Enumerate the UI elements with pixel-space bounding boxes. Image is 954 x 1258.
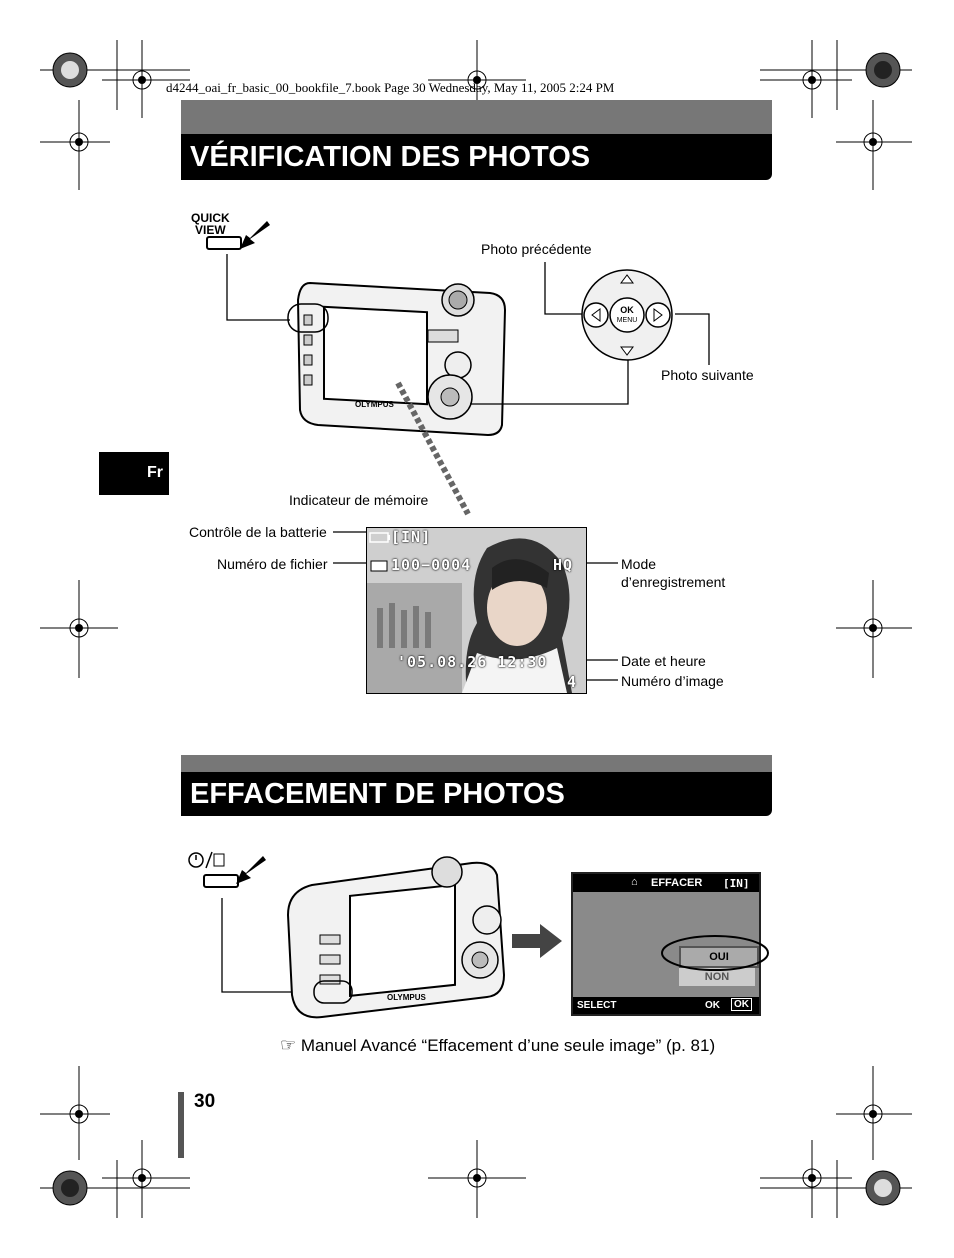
- section2-title: EFFACEMENT DE PHOTOS: [181, 772, 772, 816]
- erase-menu-footer: SELECT OK OK: [573, 997, 759, 1014]
- memory-indicator-label: Indicateur de mémoire: [289, 492, 429, 508]
- section1-title: VÉRIFICATION DES PHOTOS: [181, 134, 772, 180]
- camera-back-illustration: OLYMPUS: [296, 281, 507, 437]
- lcd-datetime: '05.08.26 12:30: [397, 653, 548, 671]
- lcd-file-number: 100−0004: [391, 556, 472, 574]
- reference-text: Manuel Avancé “Effacement d’une seule im…: [300, 1036, 716, 1055]
- camera-brand-label: OLYMPUS: [355, 400, 394, 409]
- erase-menu-screen: ⌂ EFFACER [IN] OUI NON SELECT OK OK: [571, 872, 761, 1016]
- press-button-icon: [206, 221, 270, 250]
- erase-menu-title: EFFACER: [651, 877, 703, 889]
- erase-menu-header: ⌂ EFFACER [IN]: [573, 874, 759, 892]
- woman-photo: [367, 528, 586, 693]
- camera-back-illustration-2: OLYMPUS: [286, 856, 506, 1019]
- page-number: 30: [194, 1091, 216, 1112]
- lcd-memory-indicator: [IN]: [391, 528, 432, 546]
- pointing-hand-icon: ☞: [280, 1035, 297, 1055]
- highlight-oval-yes: [661, 935, 769, 971]
- footer-ok: OK: [705, 1000, 720, 1011]
- highlight-oval-quickview: [287, 303, 329, 333]
- file-icon: [370, 560, 388, 572]
- reference-note: ☞ Manuel Avancé “Effacement d’une seule …: [280, 1035, 715, 1056]
- ok-key-icon: OK: [731, 998, 752, 1011]
- date-time-label: Date et heure: [621, 653, 706, 669]
- file-number-label: Numéro de fichier: [217, 556, 328, 572]
- menu-label: MENU: [617, 317, 638, 324]
- ok-label: OK: [620, 305, 634, 315]
- language-tab: Fr: [99, 452, 169, 495]
- right-arrow-icon: [512, 924, 562, 958]
- erase-menu-memory: [IN]: [723, 877, 750, 890]
- section1-title-band: [181, 100, 772, 134]
- quick-view-label: QUICK VIEW: [191, 211, 230, 237]
- erase-button-icon: [188, 851, 266, 888]
- photo-prev-label: Photo précédente: [481, 241, 592, 257]
- battery-label: Contrôle de la batterie: [189, 524, 327, 540]
- camera-brand-label-2: OLYMPUS: [387, 993, 426, 1002]
- page-number-bar: [178, 1092, 184, 1158]
- section2-title-band: [181, 755, 772, 772]
- lcd-quality: HQ: [553, 556, 574, 574]
- record-mode-label: Mode d’enregistrement: [621, 556, 726, 590]
- file-header-line: d4244_oai_fr_basic_00_bookfile_7.book Pa…: [166, 80, 615, 95]
- arrow-pad: OK MENU: [581, 269, 673, 361]
- highlight-oval-erase: [313, 980, 353, 1004]
- option-yes-button[interactable]: OUI: [679, 946, 759, 968]
- trash-icon: ⌂: [631, 876, 638, 888]
- option-no-button[interactable]: NON: [679, 968, 755, 986]
- image-number-label: Numéro d’image: [621, 673, 724, 689]
- lcd-playback-screen: [IN] 100−0004 HQ '05.08.26 12:30 4: [366, 527, 587, 694]
- battery-icon: [369, 532, 390, 543]
- lcd-image-count: 4: [567, 673, 578, 691]
- footer-select: SELECT: [577, 1000, 617, 1011]
- photo-next-label: Photo suivante: [661, 367, 754, 383]
